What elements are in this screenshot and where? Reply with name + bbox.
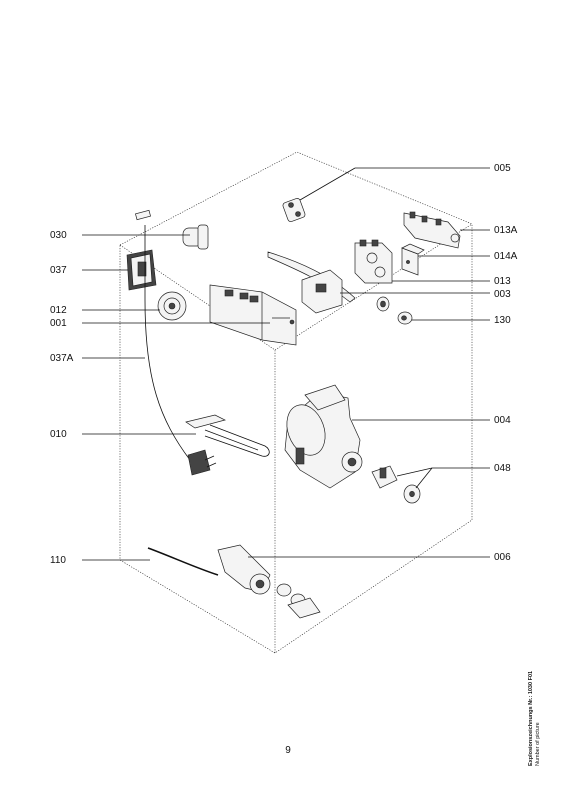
callout-003: 003	[494, 289, 511, 300]
drawing-number-note: Explosionszeichnungs Nr.: 1030 F01 Numbe…	[528, 636, 550, 766]
callout-130: 130	[494, 315, 511, 326]
callout-048: 048	[494, 463, 511, 474]
callout-037A: 037A	[50, 353, 74, 364]
callout-110: 110	[50, 555, 66, 566]
callout-001: 001	[50, 318, 67, 329]
part-030-fuse-cap	[182, 224, 209, 250]
drawing-number-title: Explosionszeichnungs Nr.: 1030 F01	[528, 670, 534, 766]
part-013-filter	[354, 239, 393, 284]
part-001-programmer	[209, 284, 297, 346]
part-013A-switch	[403, 211, 461, 249]
callout-010: 010	[50, 429, 67, 440]
part-037A-power-cable	[144, 225, 217, 476]
callout-013A: 013A	[494, 225, 518, 236]
callout-014A: 014A	[494, 251, 518, 262]
part-048-carbon-brush	[371, 465, 421, 504]
part-130-knob	[397, 311, 413, 325]
part-006-drain-pump	[217, 544, 321, 619]
drawing-number-subtitle: Number of picture	[535, 722, 541, 766]
callout-004: 004	[494, 415, 511, 426]
part-014A-bracket	[401, 243, 425, 276]
part-110-hose	[147, 547, 219, 576]
callout-037: 037	[50, 265, 67, 276]
part-003-door-lock	[301, 269, 390, 314]
part-037-cable-holder	[126, 209, 157, 291]
part-012-gear	[157, 291, 187, 321]
part-010-heating-element	[185, 414, 270, 457]
part-004-motor	[284, 384, 363, 489]
callout-006: 006	[494, 552, 511, 563]
callout-005: 005	[494, 163, 511, 174]
page-number: 9	[285, 745, 291, 756]
callout-013: 013	[494, 276, 511, 287]
leader-lines	[82, 167, 490, 561]
callout-012: 012	[50, 305, 67, 316]
part-005-coupling	[282, 198, 306, 222]
callout-030: 030	[50, 230, 67, 241]
